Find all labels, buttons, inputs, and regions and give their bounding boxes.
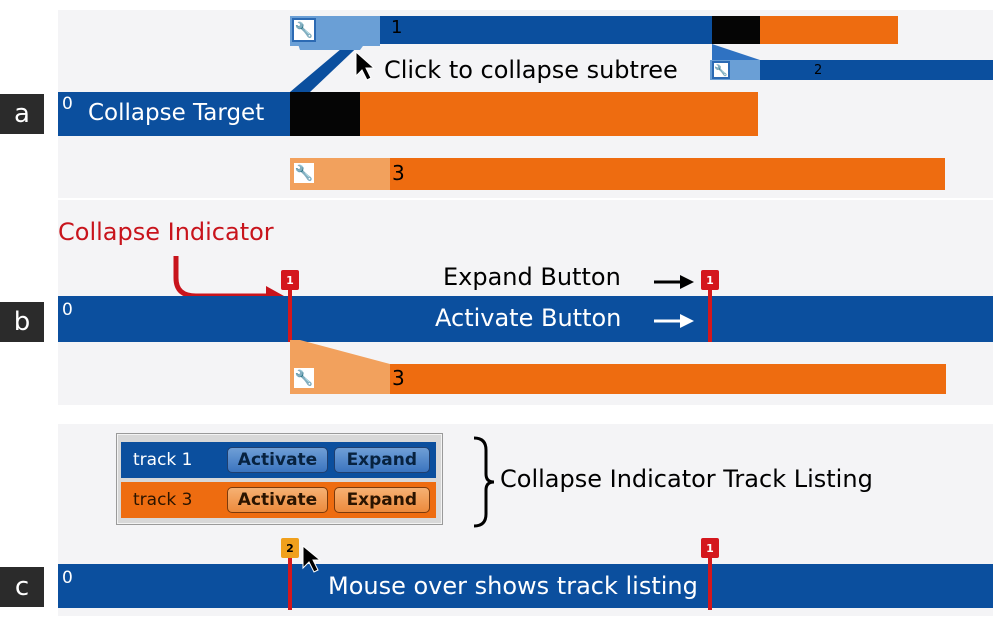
track-1-gap bbox=[712, 16, 760, 44]
wrench-icon[interactable]: 🔧 bbox=[292, 366, 316, 390]
track-3-id: 3 bbox=[392, 366, 405, 390]
track-0-id: 0 bbox=[62, 94, 73, 114]
track-3-id: 3 bbox=[392, 161, 405, 185]
collapse-indicator-marker[interactable]: 2 bbox=[281, 538, 299, 558]
track-2-bar[interactable] bbox=[760, 60, 993, 80]
expand-button-marker[interactable]: 1 bbox=[701, 538, 719, 558]
listing-track-name: track 1 bbox=[133, 450, 193, 470]
listing-caption: Collapse Indicator Track Listing bbox=[500, 465, 873, 493]
activate-button-stem[interactable] bbox=[708, 286, 712, 342]
track-3-bar[interactable] bbox=[390, 158, 945, 190]
track-0-id: 0 bbox=[62, 568, 73, 588]
wrench-icon[interactable]: 🔧 bbox=[712, 61, 730, 79]
track-0-orange-segment bbox=[360, 92, 758, 136]
track-0-bar[interactable] bbox=[58, 296, 993, 342]
collapse-indicator-label: Collapse Indicator bbox=[58, 218, 274, 246]
expand-button-marker[interactable]: 1 bbox=[701, 270, 719, 290]
track-3-bar[interactable] bbox=[390, 364, 946, 394]
listing-row-track-3: track 3 Activate Expand bbox=[121, 482, 436, 518]
track-1-id: 1 bbox=[391, 17, 403, 38]
expand-button-label: Expand Button bbox=[443, 263, 621, 291]
collapse-indicator-stem bbox=[288, 286, 292, 342]
track-0-id: 0 bbox=[62, 300, 73, 320]
panel-label-c: c bbox=[0, 567, 44, 607]
wrench-icon[interactable]: 🔧 bbox=[292, 18, 316, 42]
expand-arrow bbox=[654, 275, 694, 289]
activate-arrow bbox=[654, 314, 694, 328]
track-0-bar[interactable] bbox=[58, 564, 993, 608]
connector-track-3-b bbox=[290, 340, 390, 364]
brace-icon bbox=[473, 436, 495, 528]
track-2-id: 2 bbox=[814, 63, 823, 78]
panel-label-a: a bbox=[0, 94, 44, 134]
track-1-bar[interactable] bbox=[380, 16, 712, 44]
expand-button[interactable]: Expand bbox=[333, 447, 430, 473]
track-0-bar[interactable] bbox=[58, 92, 290, 136]
activate-button-stem[interactable] bbox=[708, 554, 712, 610]
track-1-orange-segment bbox=[760, 16, 898, 44]
activate-button-label: Activate Button bbox=[435, 304, 622, 332]
mouse-over-label: Mouse over shows track listing bbox=[328, 572, 698, 600]
expand-button[interactable]: Expand bbox=[333, 487, 430, 513]
collapse-target-label: Collapse Target bbox=[88, 100, 265, 126]
listing-row-track-1: track 1 Activate Expand bbox=[121, 442, 436, 478]
track-listing-popup: track 1 Activate Expand track 3 Activate… bbox=[116, 433, 443, 525]
listing-track-name: track 3 bbox=[133, 490, 193, 510]
panel-label-b: b bbox=[0, 302, 44, 342]
track-0-gap bbox=[290, 92, 360, 136]
cursor-icon bbox=[355, 50, 376, 81]
activate-button[interactable]: Activate bbox=[227, 487, 328, 513]
cursor-icon bbox=[302, 544, 322, 573]
collapse-indicator-stem bbox=[288, 554, 292, 610]
activate-button[interactable]: Activate bbox=[227, 447, 328, 473]
collapse-callout: Click to collapse subtree bbox=[384, 56, 678, 84]
wrench-icon[interactable]: 🔧 bbox=[292, 161, 316, 185]
collapse-indicator-marker[interactable]: 1 bbox=[281, 270, 299, 290]
